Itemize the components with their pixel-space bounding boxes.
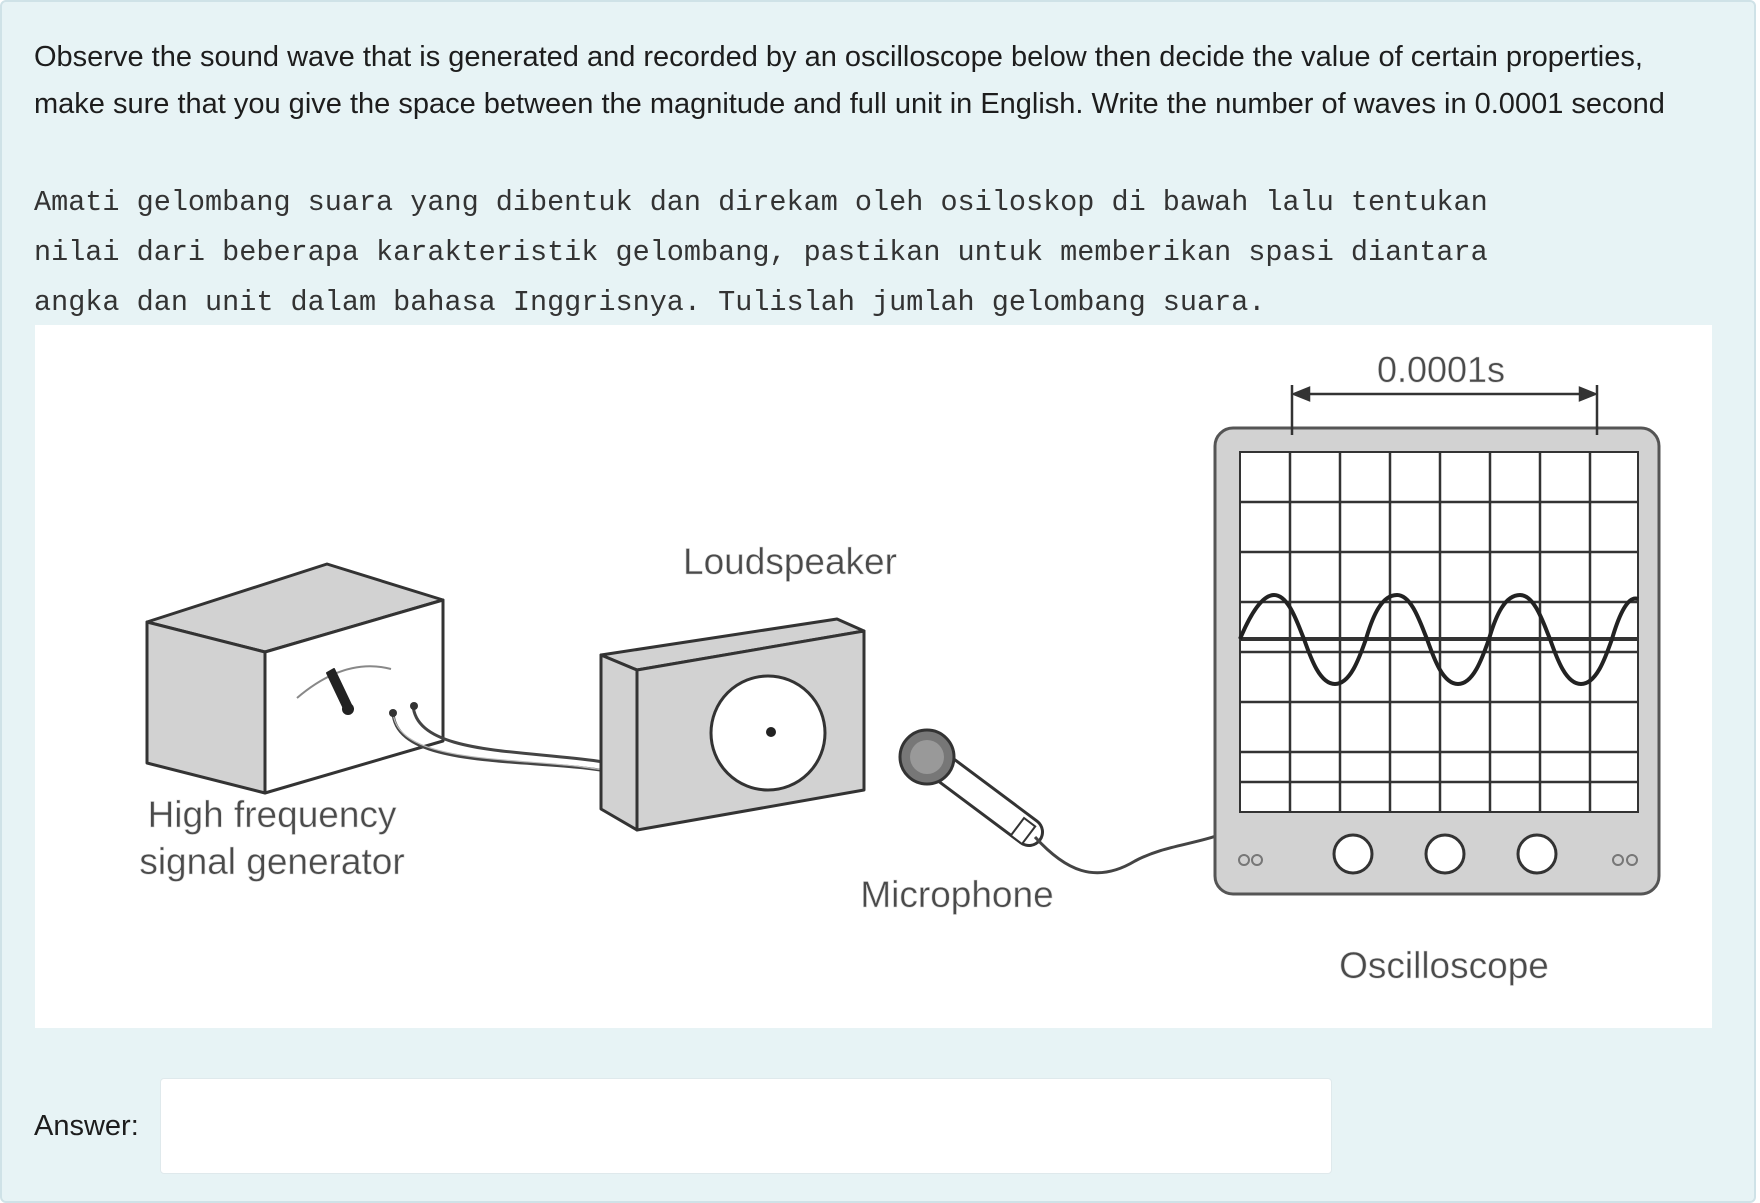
oscilloscope xyxy=(1213,426,1661,896)
answer-label: Answer: xyxy=(34,1110,139,1142)
time-span-label: 0.0001s xyxy=(1377,349,1505,390)
loudspeaker-label: Loudspeaker xyxy=(683,541,897,582)
oscilloscope-knobs xyxy=(1332,833,1558,875)
generator-label-line1: High frequency xyxy=(148,794,397,835)
oscilloscope-label: Oscilloscope xyxy=(1339,945,1549,986)
oscilloscope-small-knobs xyxy=(1238,854,1638,866)
generator-terminal xyxy=(410,702,418,710)
microphone xyxy=(898,728,1228,875)
answer-input[interactable] xyxy=(160,1078,1332,1174)
generator-terminal xyxy=(389,709,397,717)
signal-generator xyxy=(145,562,445,795)
loudspeaker xyxy=(599,617,866,832)
experiment-diagram: 0.0001s Loudspeaker High frequency signa… xyxy=(139,349,1661,986)
microphone-label: Microphone xyxy=(860,874,1053,915)
experiment-figure: 0.0001s Loudspeaker High frequency signa… xyxy=(35,325,1712,1028)
question-text-indonesian: Amati gelombang suara yang dibentuk dan … xyxy=(34,186,1488,319)
question-text-english: Observe the sound wave that is generated… xyxy=(34,41,1665,120)
generator-label-line2: signal generator xyxy=(139,841,404,882)
time-span-marker xyxy=(1290,385,1599,435)
sound-wave-trace xyxy=(1238,592,1639,687)
